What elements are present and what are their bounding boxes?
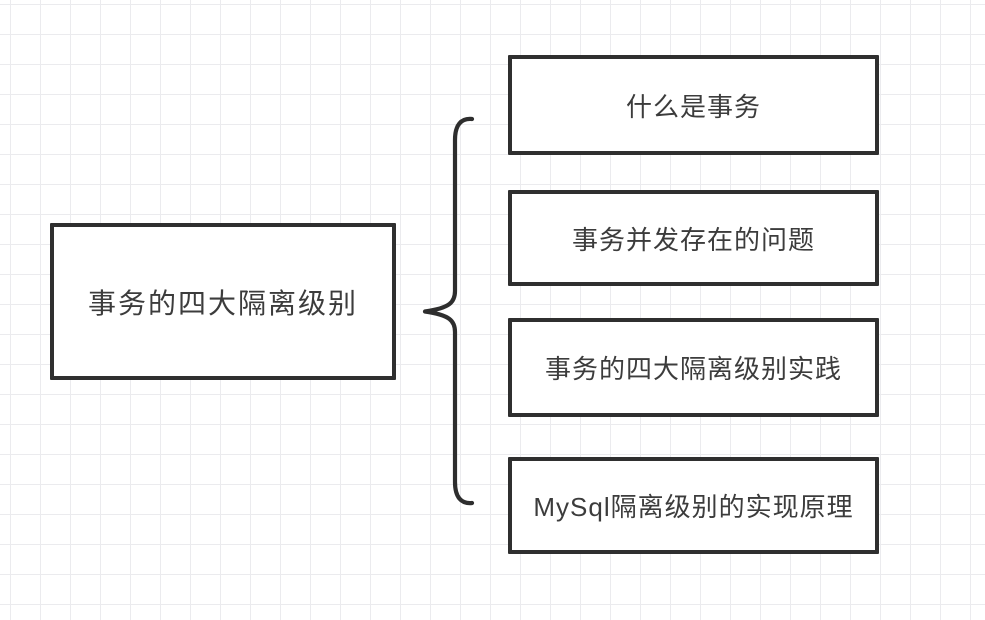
node-root-label: 事务的四大隔离级别	[87, 287, 358, 319]
node-child-concurrency-problems[interactable]: 事务并发存在的问题	[508, 190, 879, 286]
curly-brace-path	[422, 116, 475, 506]
node-child-label: MySql隔离级别的实现原理	[533, 492, 854, 522]
node-root[interactable]: 事务的四大隔离级别	[50, 223, 396, 380]
node-child-label: 什么是事务	[625, 91, 761, 122]
node-child-label: 事务的四大隔离级别实践	[544, 354, 842, 384]
node-child-isolation-levels-practice[interactable]: 事务的四大隔离级别实践	[508, 318, 879, 417]
node-child-mysql-implementation-principle[interactable]: MySql隔离级别的实现原理	[508, 457, 879, 554]
node-child-label: 事务并发存在的问题	[571, 224, 815, 255]
node-child-what-is-transaction[interactable]: 什么是事务	[508, 55, 879, 155]
